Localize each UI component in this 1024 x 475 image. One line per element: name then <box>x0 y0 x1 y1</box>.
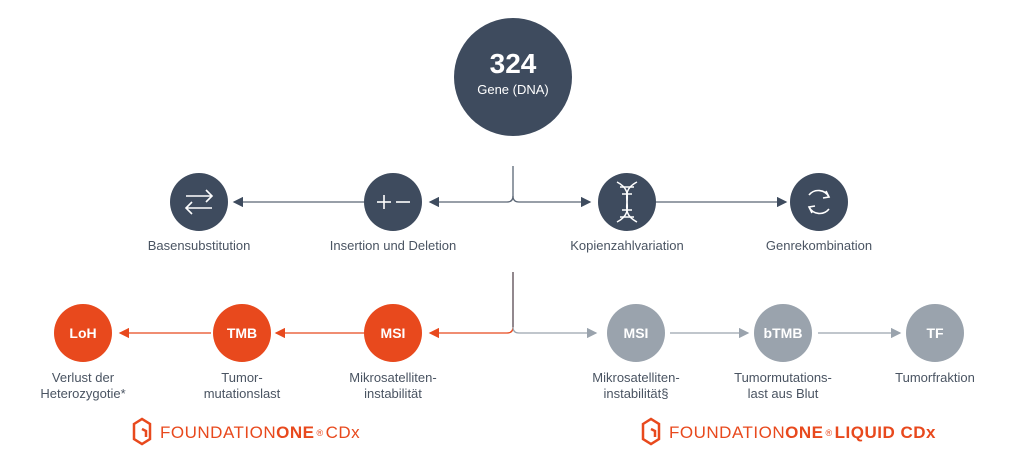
gene-count-label: Gene (DNA) <box>477 82 549 97</box>
msi-liquid-circle <box>607 304 665 362</box>
label-insertion-deletion: Insertion und Deletion <box>329 238 457 253</box>
label-tmb-line2: mutationslast <box>203 386 281 401</box>
brand-cdx-part2: ONE <box>276 423 315 442</box>
label-btmb-line1: Tumormutations- <box>734 370 832 385</box>
brand-liquid-reg: ® <box>825 428 833 438</box>
lower-connector-right <box>512 326 598 339</box>
loh-abbr: LoH <box>69 325 97 341</box>
foundation-liquid-logo-mark <box>641 417 661 446</box>
msi-liquid-abbr: MSI <box>623 325 649 341</box>
label-tf: Tumorfraktion <box>875 370 995 386</box>
circular-arrows-icon <box>807 189 831 215</box>
genrekombination-circle <box>790 173 848 231</box>
plus-minus-icon <box>377 195 410 209</box>
tf-circle <box>906 304 964 362</box>
label-tmb: Tumor- mutationslast <box>182 370 302 402</box>
label-msi-cdx: Mikrosatelliten- instabilität <box>333 370 453 402</box>
btmb-abbr: bTMB <box>763 325 803 341</box>
tf-abbr: TF <box>926 325 944 341</box>
label-btmb-line2: last aus Blut <box>747 386 819 401</box>
foundation-cdx-logo-mark <box>132 417 152 446</box>
label-msi-liquid-line1: Mikrosatelliten- <box>592 370 680 385</box>
label-loh: Verlust der Heterozygotie* <box>23 370 143 402</box>
tmb-circle <box>213 304 271 362</box>
label-kopienzahlvariation: Kopienzahlvariation <box>570 238 684 253</box>
label-loh-line2: Heterozygotie* <box>40 386 126 401</box>
swap-arrows-icon <box>184 189 214 215</box>
brand-cdx-part3: CDx <box>325 423 361 442</box>
label-genrekombination: Genrekombination <box>765 238 873 253</box>
lower-connector-left <box>428 272 514 339</box>
brand-liquid-part2: ONE <box>785 423 824 442</box>
indel-circle <box>364 173 422 231</box>
label-loh-line1: Verlust der <box>51 370 115 385</box>
center-connector <box>428 166 514 208</box>
basensubstitution-circle <box>170 173 228 231</box>
gene-count: 324 <box>489 48 537 79</box>
brand-liquid-part1: FOUNDATION <box>669 423 786 442</box>
brand-cdx-part1: FOUNDATION <box>160 423 277 442</box>
brand-liquid-part3: LIQUID CDx <box>834 423 936 442</box>
label-basensubstitution: Basensubstitution <box>147 238 251 253</box>
label-tf-line1: Tumorfraktion <box>895 370 975 385</box>
dna-helix-icon <box>616 181 638 223</box>
msi-cdx-circle <box>364 304 422 362</box>
label-btmb: Tumormutations- last aus Blut <box>718 370 848 402</box>
label-msi-liquid-line2: instabilität§ <box>603 386 669 401</box>
center-connector-right <box>512 195 592 208</box>
label-msi-liquid: Mikrosatelliten- instabilität§ <box>576 370 696 402</box>
brand-cdx-reg: ® <box>316 428 324 438</box>
label-msi-cdx-line1: Mikrosatelliten- <box>349 370 437 385</box>
label-tmb-line1: Tumor- <box>221 370 263 385</box>
label-msi-cdx-line2: instabilität <box>364 386 422 401</box>
loh-circle <box>54 304 112 362</box>
btmb-circle <box>754 304 812 362</box>
msi-cdx-abbr: MSI <box>380 325 406 341</box>
center-circle <box>454 18 572 136</box>
tmb-abbr: TMB <box>226 325 258 341</box>
